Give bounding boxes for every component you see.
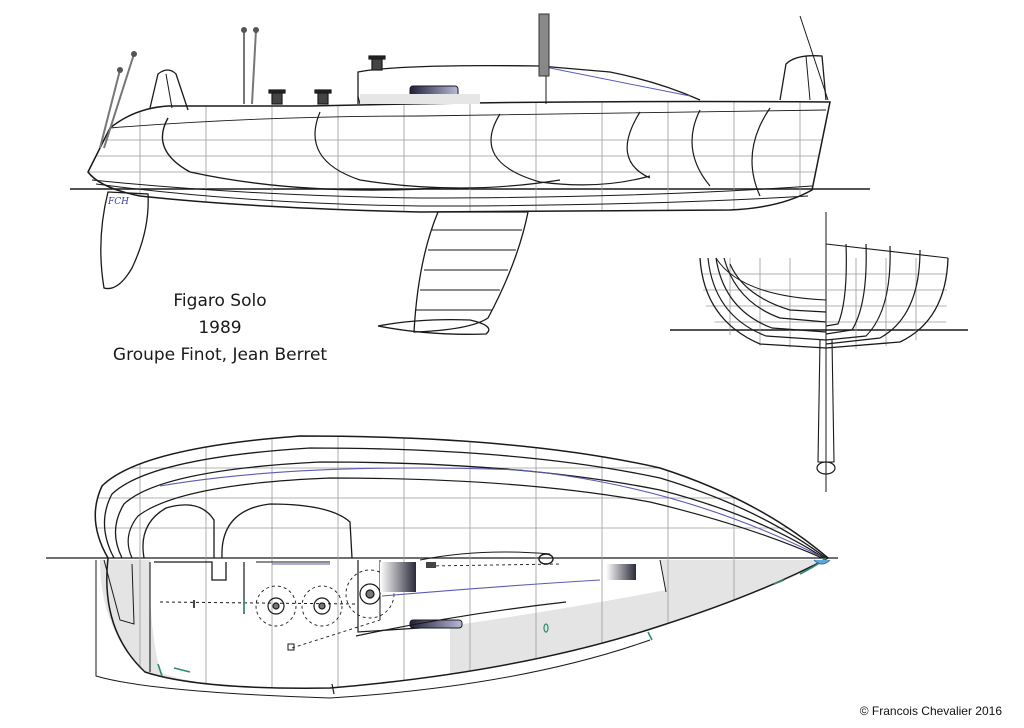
winch-3 (368, 55, 386, 71)
plan-outline-upper (94, 435, 829, 559)
boat-name: Figaro Solo (173, 291, 267, 311)
bow-pulpit (779, 55, 827, 101)
signature-mark: FCH (107, 197, 129, 207)
caption-block: Figaro Solo 1989 Groupe Finot, Jean Berr… (110, 288, 330, 369)
plan-view (46, 435, 838, 699)
keel-fin (413, 211, 529, 333)
plan-outline-lower (106, 557, 829, 689)
profile-hull (87, 100, 831, 213)
mast (538, 13, 550, 77)
design-year: 1989 (198, 318, 242, 338)
plan-mast (538, 553, 554, 565)
profile-grid (88, 101, 830, 212)
designers: Groupe Finot, Jean Berret (112, 345, 328, 365)
rudder (100, 191, 149, 290)
section-bulb (816, 461, 836, 475)
plan-winch-1 (267, 597, 285, 615)
plan-winch-2 (313, 597, 331, 615)
section-view (670, 212, 968, 492)
winch-2 (314, 89, 332, 105)
profile-view (70, 13, 870, 335)
copyright-credit: © Francois Chevalier 2016 (859, 704, 1002, 718)
stern-pulpit (149, 69, 189, 111)
keel-bulb (377, 318, 490, 335)
winch-1 (268, 89, 286, 105)
